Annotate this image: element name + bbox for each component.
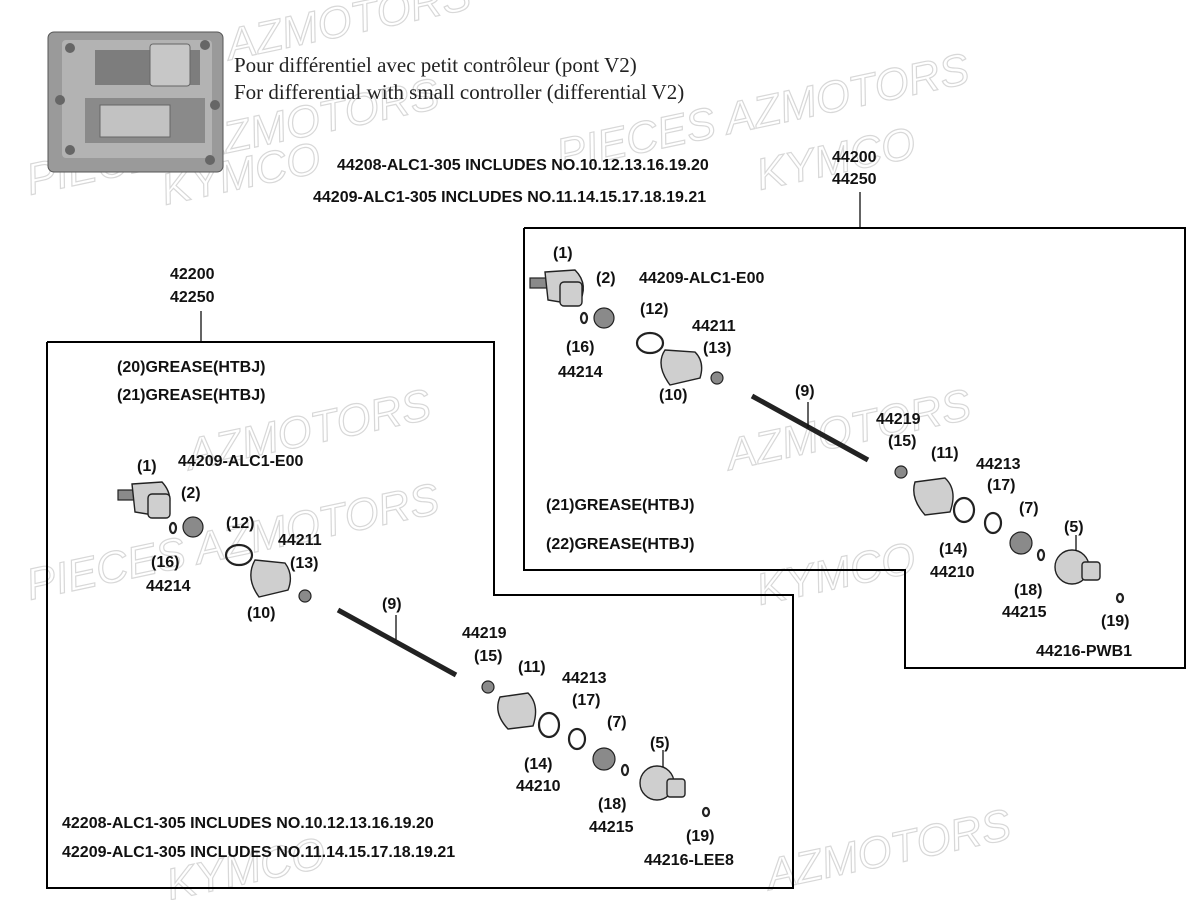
left-pin-19	[701, 806, 711, 818]
right-label-44211: 44211	[692, 318, 736, 335]
left-label-44216: 44216-LEE8	[644, 852, 734, 869]
right-boot-10	[660, 349, 703, 386]
left-assembly-frame	[46, 341, 794, 889]
left-label-44219: 44219	[462, 625, 507, 642]
caption-english: For differential with small controller (…	[234, 80, 684, 104]
right-band-13	[710, 371, 724, 385]
left-label-44209: 44209-ALC1-E00	[178, 453, 304, 470]
right-label-16: (16)	[566, 339, 594, 356]
watermark-text: KYMCO	[162, 828, 330, 900]
right-grease-2: (22)GREASE(HTBJ)	[546, 536, 694, 553]
right-label-44214: 44214	[558, 364, 603, 381]
left-label-9: (9)	[382, 596, 402, 613]
right-label-9: (9)	[795, 383, 815, 400]
right-label-44210: 44210	[930, 564, 975, 581]
left-label-14: (14)	[524, 756, 552, 773]
left-label-2: (2)	[181, 485, 201, 502]
right-label-10: (10)	[659, 387, 687, 404]
left-label-17: (17)	[572, 692, 600, 709]
left-label-11: (11)	[518, 659, 546, 676]
left-band-14	[537, 711, 561, 739]
left-label-44214: 44214	[146, 578, 191, 595]
right-ref-bottom: 44250	[832, 171, 877, 188]
watermark-text: AZMOTORS	[759, 800, 1015, 900]
right-label-44216: 44216-PWB1	[1036, 643, 1132, 660]
right-label-15: (15)	[888, 433, 916, 450]
left-cage-7	[592, 747, 616, 771]
right-label-1: (1)	[553, 245, 573, 262]
right-shaft-9	[750, 393, 870, 463]
left-boot-10	[250, 559, 292, 598]
right-circlip-18	[1036, 548, 1046, 562]
right-label-17: (17)	[987, 477, 1015, 494]
differential-photo	[47, 31, 224, 173]
right-outer-cv-joint	[529, 269, 584, 307]
left-inner-cv-joint	[639, 765, 686, 801]
left-includes-line-1: 42208-ALC1-305 INCLUDES NO.10.12.13.16.1…	[62, 815, 434, 832]
watermark-text: PIECES AZMOTORS	[22, 474, 444, 609]
left-label-12: (12)	[226, 515, 254, 532]
right-label-44215: 44215	[1002, 604, 1047, 621]
left-label-16: (16)	[151, 554, 179, 571]
watermark-text: KYMCO	[752, 533, 920, 614]
right-label-12: (12)	[640, 301, 668, 318]
right-label-5: (5)	[1064, 519, 1084, 536]
right-assembly-frame	[523, 227, 1186, 669]
right-ref-top: 44200	[832, 149, 877, 166]
left-band-13	[298, 589, 312, 603]
right-circlip-16	[579, 311, 589, 325]
right-label-19: (19)	[1101, 613, 1129, 630]
right-label-44213: 44213	[976, 456, 1021, 473]
left-label-44211: 44211	[278, 532, 322, 549]
left-outer-cv-joint	[117, 481, 171, 519]
right-label-11: (11)	[931, 445, 959, 462]
left-band-12	[224, 543, 254, 567]
left-label-13: (13)	[290, 555, 318, 572]
right-band-17	[983, 511, 1003, 535]
right-label-14: (14)	[939, 541, 967, 558]
left-label-15: (15)	[474, 648, 502, 665]
right-ring-15	[894, 465, 908, 479]
right-band-12	[635, 331, 665, 355]
right-includes-line-1: 44208-ALC1-305 INCLUDES NO.10.12.13.16.1…	[337, 157, 709, 174]
right-cage-7	[1009, 531, 1033, 555]
caption-french: Pour différentiel avec petit contrôleur …	[234, 53, 637, 77]
right-grease-1: (21)GREASE(HTBJ)	[546, 497, 694, 514]
left-label-10: (10)	[247, 605, 275, 622]
left-circlip-18	[620, 763, 630, 777]
right-cage-2	[593, 307, 615, 329]
left-label-5: (5)	[650, 735, 670, 752]
right-pin-19	[1115, 592, 1125, 604]
left-label-1: (1)	[137, 458, 157, 475]
left-grease-1: (20)GREASE(HTBJ)	[117, 359, 265, 376]
right-boot-11	[913, 477, 954, 516]
right-label-44219: 44219	[876, 411, 921, 428]
left-band-17	[567, 727, 587, 751]
left-ref-top: 42200	[170, 266, 215, 283]
right-label-7: (7)	[1019, 500, 1039, 517]
left-ref-bottom: 42250	[170, 289, 215, 306]
left-label-44215: 44215	[589, 819, 634, 836]
right-label-18: (18)	[1014, 582, 1042, 599]
right-inner-cv-joint	[1054, 549, 1101, 585]
left-label-44210: 44210	[516, 778, 561, 795]
left-shaft-9	[336, 607, 458, 678]
left-grease-2: (21)GREASE(HTBJ)	[117, 387, 265, 404]
right-band-14	[952, 496, 976, 524]
left-label-19: (19)	[686, 828, 714, 845]
watermark-text: AZMOTORS	[719, 380, 975, 480]
right-label-44209: 44209-ALC1-E00	[639, 270, 765, 287]
left-includes-line-2: 42209-ALC1-305 INCLUDES NO.11.14.15.17.1…	[62, 844, 455, 861]
left-label-7: (7)	[607, 714, 627, 731]
left-cage-2	[182, 516, 204, 538]
left-boot-11	[497, 692, 537, 730]
left-label-18: (18)	[598, 796, 626, 813]
right-label-13: (13)	[703, 340, 731, 357]
left-circlip-16	[168, 521, 178, 535]
left-ring-15	[481, 680, 495, 694]
right-includes-line-2: 44209-ALC1-305 INCLUDES NO.11.14.15.17.1…	[313, 189, 706, 206]
left-label-44213: 44213	[562, 670, 607, 687]
right-label-2: (2)	[596, 270, 616, 287]
